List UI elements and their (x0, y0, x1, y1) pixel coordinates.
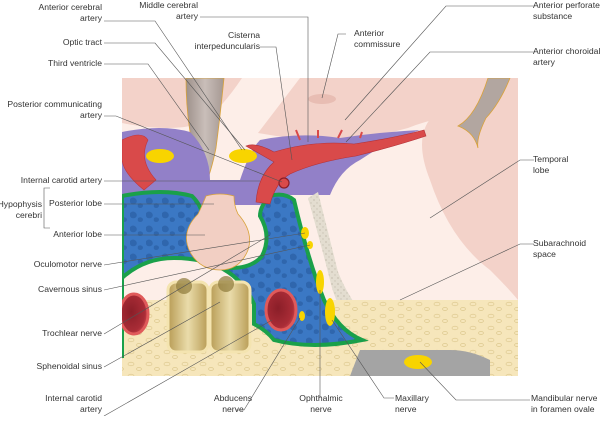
label-anterior-cerebral-artery: Anterior cerebral artery (38, 2, 102, 24)
label-line: Oculomotor nerve (33, 259, 102, 269)
label-line: commissure (354, 39, 401, 49)
mandibular-nerve-shape (404, 355, 432, 369)
label-line: Internal carotid (45, 393, 102, 403)
label-line: Anterior cerebral (38, 2, 102, 12)
label-line: Posterior communicating (7, 99, 102, 109)
label-line: artery (80, 110, 102, 120)
label-line: artery (533, 57, 555, 67)
hypophysis-bracket (43, 187, 50, 229)
label-trochlear-nerve: Trochlear nerve (42, 328, 102, 339)
label-posterior-lobe: Posterior lobe (49, 198, 102, 209)
ophthalmic-nerve-shape (316, 270, 324, 294)
label-line: Abducens (213, 393, 253, 403)
label-line: lobe (533, 165, 550, 175)
label-posterior-communicating-artery: Posterior communicating artery (7, 99, 102, 121)
label-line: Mandibular nerve (531, 393, 598, 403)
label-anterior-lobe: Anterior lobe (53, 229, 102, 240)
label-line: nerve (222, 404, 244, 414)
maxillary-nerve-shape (325, 298, 335, 326)
anterior-commissure-shape (308, 94, 336, 104)
label-third-ventricle: Third ventricle (48, 58, 102, 69)
label-line: artery (176, 11, 198, 21)
label-line: artery (80, 13, 102, 23)
sphenoidal-sinus-right (208, 280, 252, 354)
label-line: Cisterna (228, 30, 260, 40)
label-anterior-commissure: Anterior commissure (354, 28, 400, 50)
label-line: Cavernous sinus (37, 284, 102, 294)
label-abducens-nerve: Abducens nerve (206, 393, 260, 415)
label-temporal-lobe: Temporal lobe (533, 154, 568, 176)
lateral-ventricle-horn (457, 78, 511, 149)
label-line: cerebri (15, 210, 42, 220)
optic-tract-shape (229, 149, 257, 163)
label-line: Ophthalmic (299, 393, 343, 403)
label-middle-cerebral-artery: Middle cerebral artery (139, 0, 198, 22)
label-line: Anterior perforated (533, 0, 600, 10)
label-line: Trochlear nerve (42, 328, 102, 338)
internal-carotid-artery-section (264, 288, 298, 332)
label-ophthalmic-nerve: Ophthalmic nerve (296, 393, 346, 415)
label-line: artery (80, 404, 102, 414)
label-line: Temporal (533, 154, 569, 164)
label-cisterna-interpeduncularis: Cisterna interpeduncularis (195, 30, 260, 52)
label-line: Hypophysis (0, 199, 42, 209)
label-line: Third ventricle (48, 58, 102, 68)
label-internal-carotid-artery-top: Internal carotid artery (21, 175, 102, 186)
label-line: Anterior (354, 28, 385, 38)
label-line: Anterior choroidal (533, 46, 600, 56)
label-line: Internal carotid artery (20, 175, 102, 185)
label-line: Posterior lobe (48, 198, 102, 208)
leader-lines (103, 5, 534, 417)
label-line: Anterior lobe (53, 229, 102, 239)
label-anterior-choroidal-artery: Anterior choroidal artery (533, 46, 600, 68)
posterior-communicating-artery-section (278, 177, 290, 189)
label-hypophysis-cerebri: Hypophysis cerebri (0, 199, 42, 221)
abducens-nerve-shape (299, 311, 305, 321)
label-line: nerve (395, 404, 417, 414)
label-line: Sphenoidal sinus (36, 361, 102, 371)
label-line: interpeduncularis (194, 41, 260, 51)
label-sphenoidal-sinus: Sphenoidal sinus (37, 361, 102, 372)
label-optic-tract: Optic tract (63, 37, 102, 48)
label-oculomotor-nerve: Oculomotor nerve (34, 259, 102, 270)
label-line: Subarachnoid (533, 238, 587, 248)
label-maxillary-nerve: Maxillary nerve (395, 393, 429, 415)
label-line: Optic tract (62, 37, 102, 47)
label-anterior-perforated-substance: Anterior perforated substance (533, 0, 600, 22)
hypophysis-shape (186, 193, 251, 271)
label-internal-carotid-artery-bottom: Internal carotid artery (45, 393, 102, 415)
label-line: Maxillary (395, 393, 429, 403)
label-line: in foramen ovale (531, 404, 595, 414)
label-cavernous-sinus: Cavernous sinus (38, 284, 102, 295)
label-line: substance (533, 11, 573, 21)
middle-cerebral-artery-shape (245, 129, 427, 205)
label-line: nerve (310, 404, 332, 414)
label-line: Middle cerebral (139, 0, 198, 10)
label-subarachnoid-space: Subarachnoid space (533, 238, 586, 260)
label-mandibular-nerve: Mandibular nerve in foramen ovale (531, 393, 597, 415)
label-line: space (533, 249, 556, 259)
